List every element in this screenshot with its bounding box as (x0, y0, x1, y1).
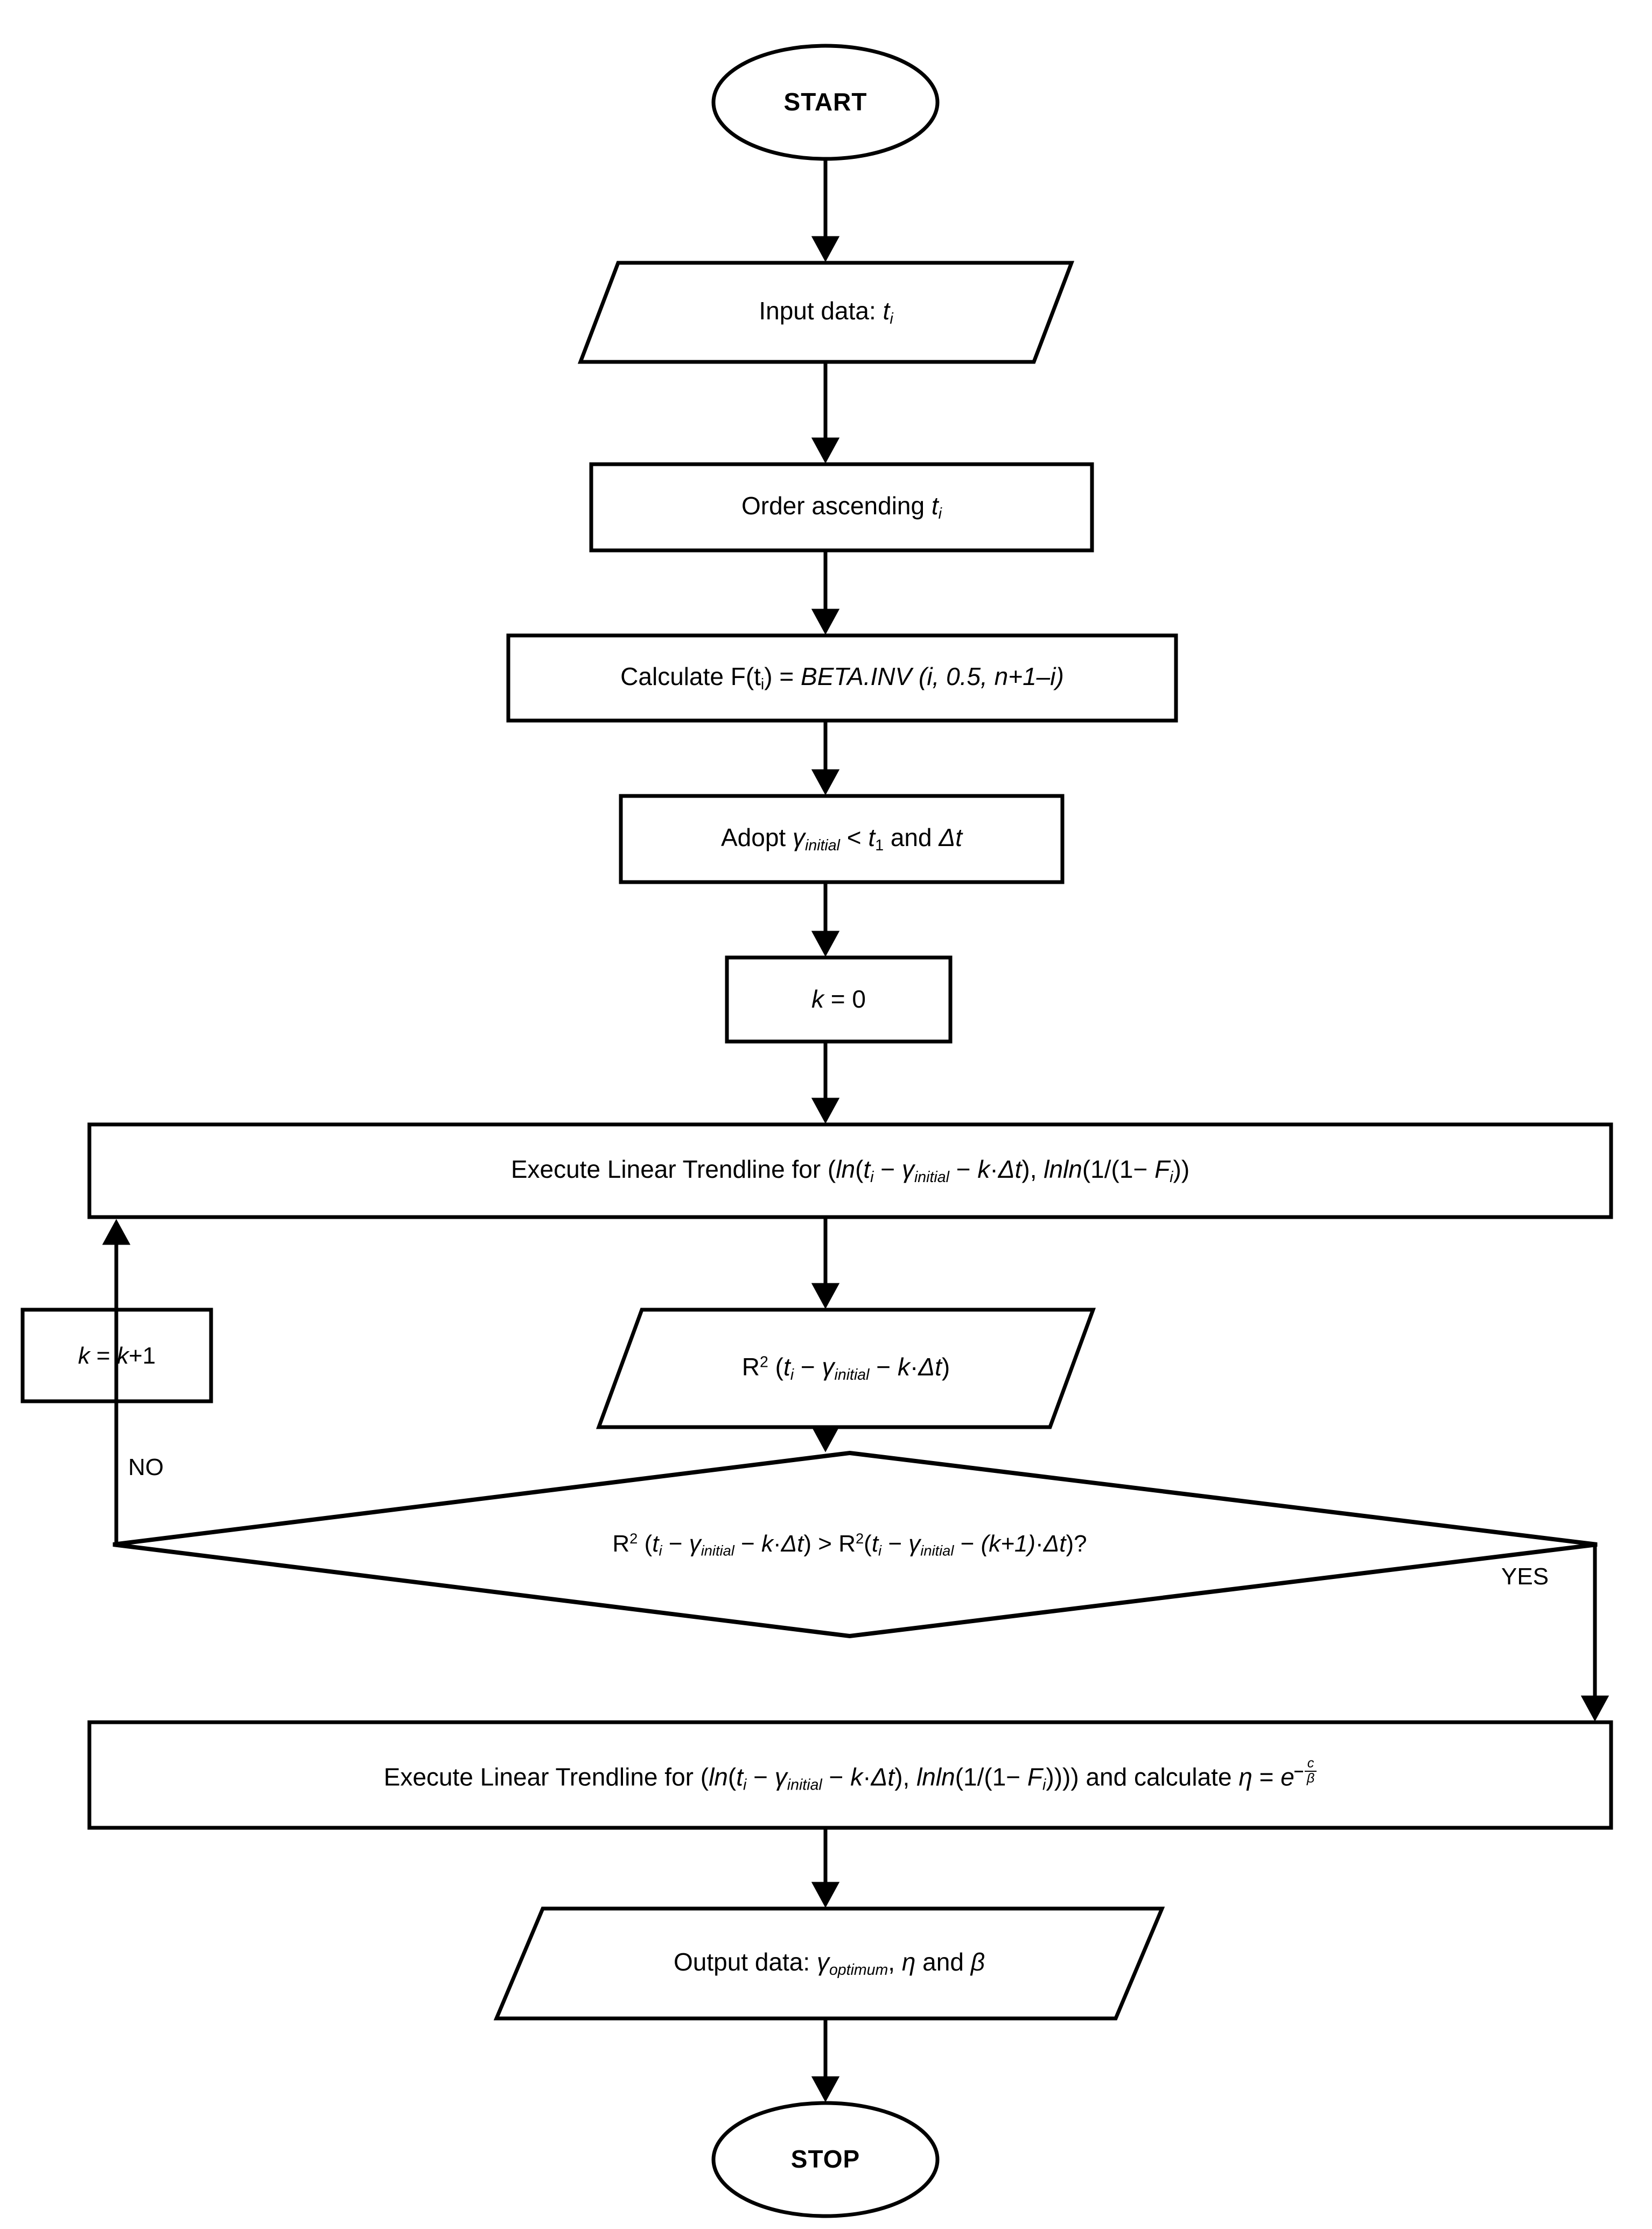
label-decision: R2 (ti − γinitial − k·Δt) > R2(ti − γini… (612, 1530, 1087, 1559)
shape-r2-value (596, 1308, 1096, 1429)
shape-stop (711, 2101, 940, 2218)
shape-input-data (577, 261, 1075, 364)
edge-label-no: NO (128, 1454, 164, 1480)
shape-output-data (493, 1906, 1165, 2021)
label-stop: STOP (790, 2145, 860, 2174)
exponent-minus-sign (1294, 1770, 1303, 1772)
shape-k-zero (725, 955, 953, 1044)
shape-decision (113, 1450, 1598, 1639)
label-calculate-f: Calculate F(ti) = BETA.INV (i, 0.5, n+1–… (620, 662, 1064, 694)
label-adopt-gamma: Adopt γinitial < t1 and Δt (720, 823, 963, 855)
label-r2-value: R2 (ti − γinitial − k·Δt) (741, 1353, 950, 1384)
edge-label-yes: YES (1501, 1563, 1549, 1590)
shape-order-ascending (589, 462, 1094, 553)
label-output-data: Output data: γoptimum, η and β (673, 1948, 985, 1979)
shape-calculate-f (506, 633, 1178, 723)
label-input-data: Input data: ti (759, 297, 893, 328)
shape-adopt-gamma (619, 794, 1065, 884)
label-k-zero: k = 0 (811, 985, 866, 1014)
label-start: START (783, 88, 867, 116)
label-trendline-final: Execute Linear Trendline for (ln(ti − γi… (89, 1749, 1611, 1803)
label-k-increment: k = k+1 (78, 1342, 156, 1369)
shape-trendline-final (87, 1720, 1613, 1830)
label-order-ascending: Order ascending ti (741, 492, 942, 523)
label-trendline-loop: Execute Linear Trendline for (ln(ti − γi… (510, 1155, 1190, 1186)
shape-trendline-loop (87, 1122, 1613, 1219)
